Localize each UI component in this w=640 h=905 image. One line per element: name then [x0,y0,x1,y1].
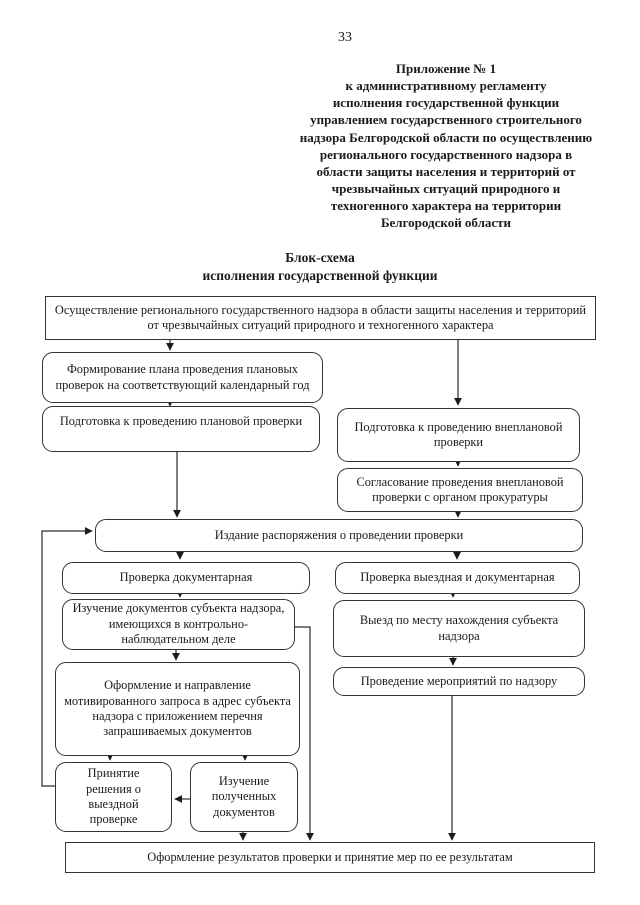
flow-node-study-docs: Изучение документов субъекта надзора, им… [62,599,295,650]
flow-node-prep-planned: Подготовка к проведению плановой проверк… [42,406,320,452]
flow-node-prep-unplanned: Подготовка к проведению внеплановой пров… [337,408,580,462]
flow-node-site-visit: Выезд по месту нахождения субъекта надзо… [333,600,585,657]
flow-node-doc-check: Проверка документарная [62,562,310,594]
flow-node-results: Оформление результатов проверки и принят… [65,842,595,873]
flow-node-supervision-events: Проведение мероприятий по надзору [333,667,585,696]
appendix-note: Приложение № 1 к административному регла… [299,61,593,231]
schema-title: Блок-схема исполнения государственной фу… [202,250,438,284]
flow-node-study-received: Изучение полученных документов [190,762,298,832]
flow-node-field-check-decision: Принятие решения о выездной проверке [55,762,172,832]
flow-node-plan-formation: Формирование плана проведения плановых п… [42,352,323,403]
connector-lines [41,340,462,841]
flow-node-request: Оформление и направление мотивированного… [55,662,300,756]
flow-node-supervision: Осуществление регионального государствен… [45,296,596,340]
page-number: 33 [338,30,352,45]
flow-node-field-doc-check: Проверка выездная и документарная [335,562,580,594]
flow-node-prosecutor-coordination: Согласование проведения внеплановой пров… [337,468,583,512]
flow-node-order-issue: Издание распоряжения о проведении провер… [95,519,583,552]
